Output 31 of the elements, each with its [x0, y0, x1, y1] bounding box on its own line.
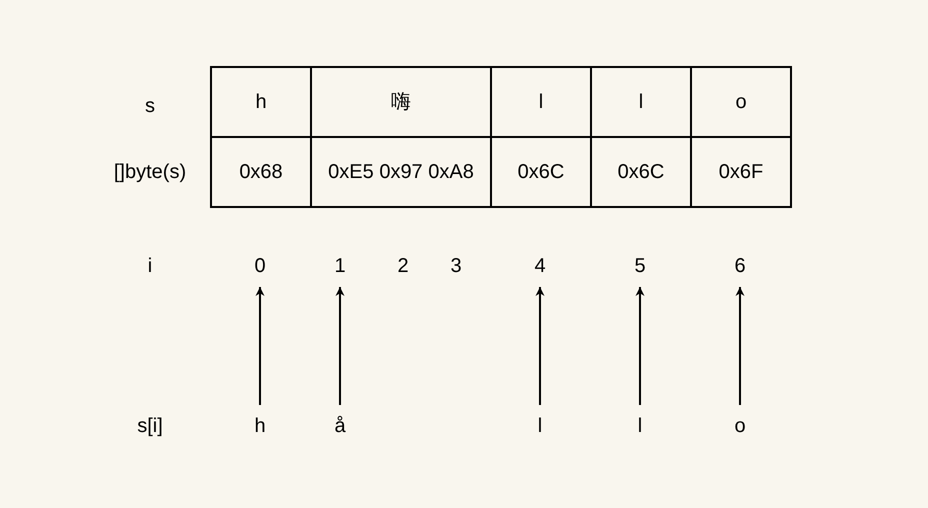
character-text: o — [726, 405, 754, 447]
arrow — [336, 287, 344, 405]
arrow — [256, 287, 264, 405]
table-cell-text: o — [735, 90, 747, 114]
table-cell-text: 0x68 — [239, 160, 283, 184]
index-number: 3 — [450, 254, 462, 278]
index-number: 2 — [397, 254, 409, 278]
index-number: 1 — [326, 245, 354, 287]
index-number: 6 — [726, 245, 754, 287]
table-cell-text: 0xE5 0x97 0xA8 — [328, 160, 474, 184]
table-cell-text: l — [538, 90, 544, 114]
row-label: []byte(s) — [114, 160, 186, 184]
table-cell-text: 0x6F — [718, 160, 764, 184]
character-text: h — [246, 405, 274, 447]
index-number: 5 — [626, 245, 654, 287]
table-cell-text: h — [255, 90, 267, 114]
row-label: i — [148, 254, 152, 278]
arrow — [736, 287, 744, 405]
table-cell-text: 0x6C — [618, 160, 664, 184]
character-text: l — [630, 405, 650, 447]
arrow — [536, 287, 544, 405]
character-text: l — [530, 405, 550, 447]
arrow — [636, 287, 644, 405]
table-cell-text: l — [638, 90, 644, 114]
table-cell-text: 嗨 — [391, 90, 411, 114]
index-number: 0 — [246, 245, 274, 287]
index-number: 4 — [526, 245, 554, 287]
row-label: s[i] — [137, 414, 163, 438]
character-text: å — [326, 405, 354, 447]
table-cell-text: 0x6C — [518, 160, 564, 184]
row-label: s — [145, 94, 155, 118]
